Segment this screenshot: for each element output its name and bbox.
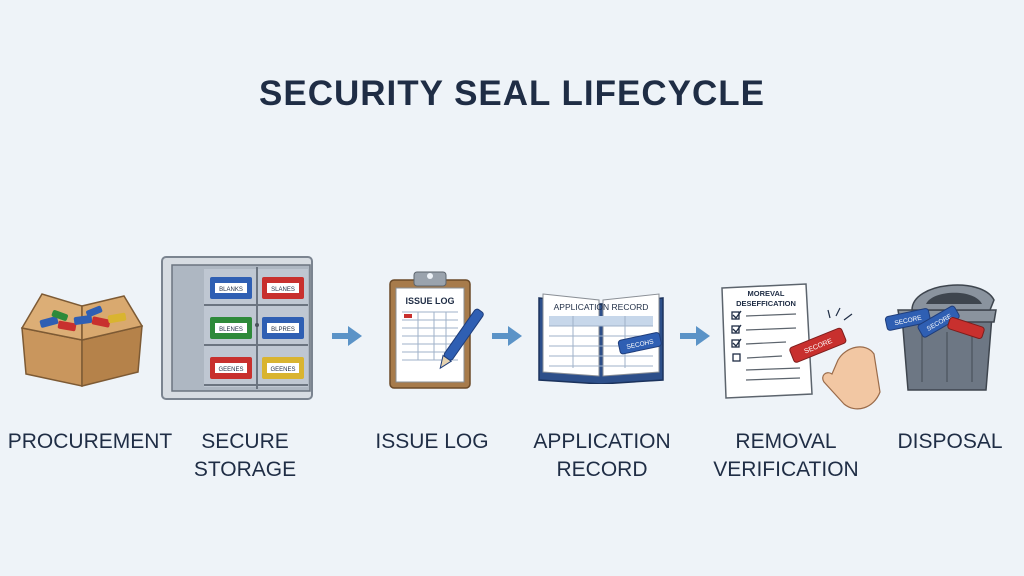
bin-label: GEENES [270, 367, 295, 373]
stage-label-line: DISPOSAL [897, 430, 1003, 453]
removal-verification-checklist-icon: MOREVAL DESEFFICATION SECORE [721, 283, 881, 410]
flow-arrow-icon [680, 326, 710, 346]
stage-label-line: APPLICATION [533, 430, 671, 453]
stage-label-removal-verification: REMOVAL VERIFICATION [700, 428, 872, 484]
stage-label-line: STORAGE [193, 458, 297, 481]
stage-label-line: ISSUE LOG [375, 430, 489, 453]
bin-label: BLPRES [271, 327, 295, 333]
stage-label-line: SECURE [201, 430, 289, 453]
stage-label-secure-storage: SECURE STORAGE [190, 428, 300, 484]
diagram-title: SECURITY SEAL LIFECYCLE [259, 74, 765, 113]
bin-label: BLENES [219, 327, 243, 333]
stage-label-application-record: APPLICATION RECORD [522, 428, 682, 484]
bin-label: BLANKS [219, 287, 243, 293]
application-record-book-icon: APPLICATION RECORD SECOHS [538, 293, 664, 384]
stage-label-disposal: DISPOSAL [884, 428, 1016, 456]
bin-label: GEENES [218, 367, 243, 373]
bin-label: SLANES [271, 287, 295, 293]
disposal-bin-icon: SECORE SECORE [884, 284, 997, 391]
secure-storage-cabinet-icon: BLANKS SLANES BLENES BLPRES GEENES GEENE… [161, 256, 313, 400]
checklist-title-line: DESEFFICATION [736, 299, 796, 308]
flow-arrow-icon [492, 326, 522, 346]
stage-label-line: RECORD [556, 458, 648, 481]
procurement-box-icon [20, 293, 144, 387]
issue-log-clipboard-icon: ISSUE LOG [389, 271, 484, 389]
stage-label-issue-log: ISSUE LOG [366, 428, 498, 456]
flow-arrow-icon [332, 326, 362, 346]
stage-label-line: REMOVAL [735, 430, 837, 453]
clipboard-title: ISSUE LOG [405, 296, 454, 306]
stage-label-line: VERIFICATION [713, 458, 859, 481]
checklist-title-line: MOREVAL [748, 289, 785, 298]
stage-label-procurement: PROCUREMENT [0, 428, 180, 456]
book-title: APPLICATION RECORD [554, 302, 649, 312]
stage-label-line: PROCUREMENT [7, 430, 173, 453]
